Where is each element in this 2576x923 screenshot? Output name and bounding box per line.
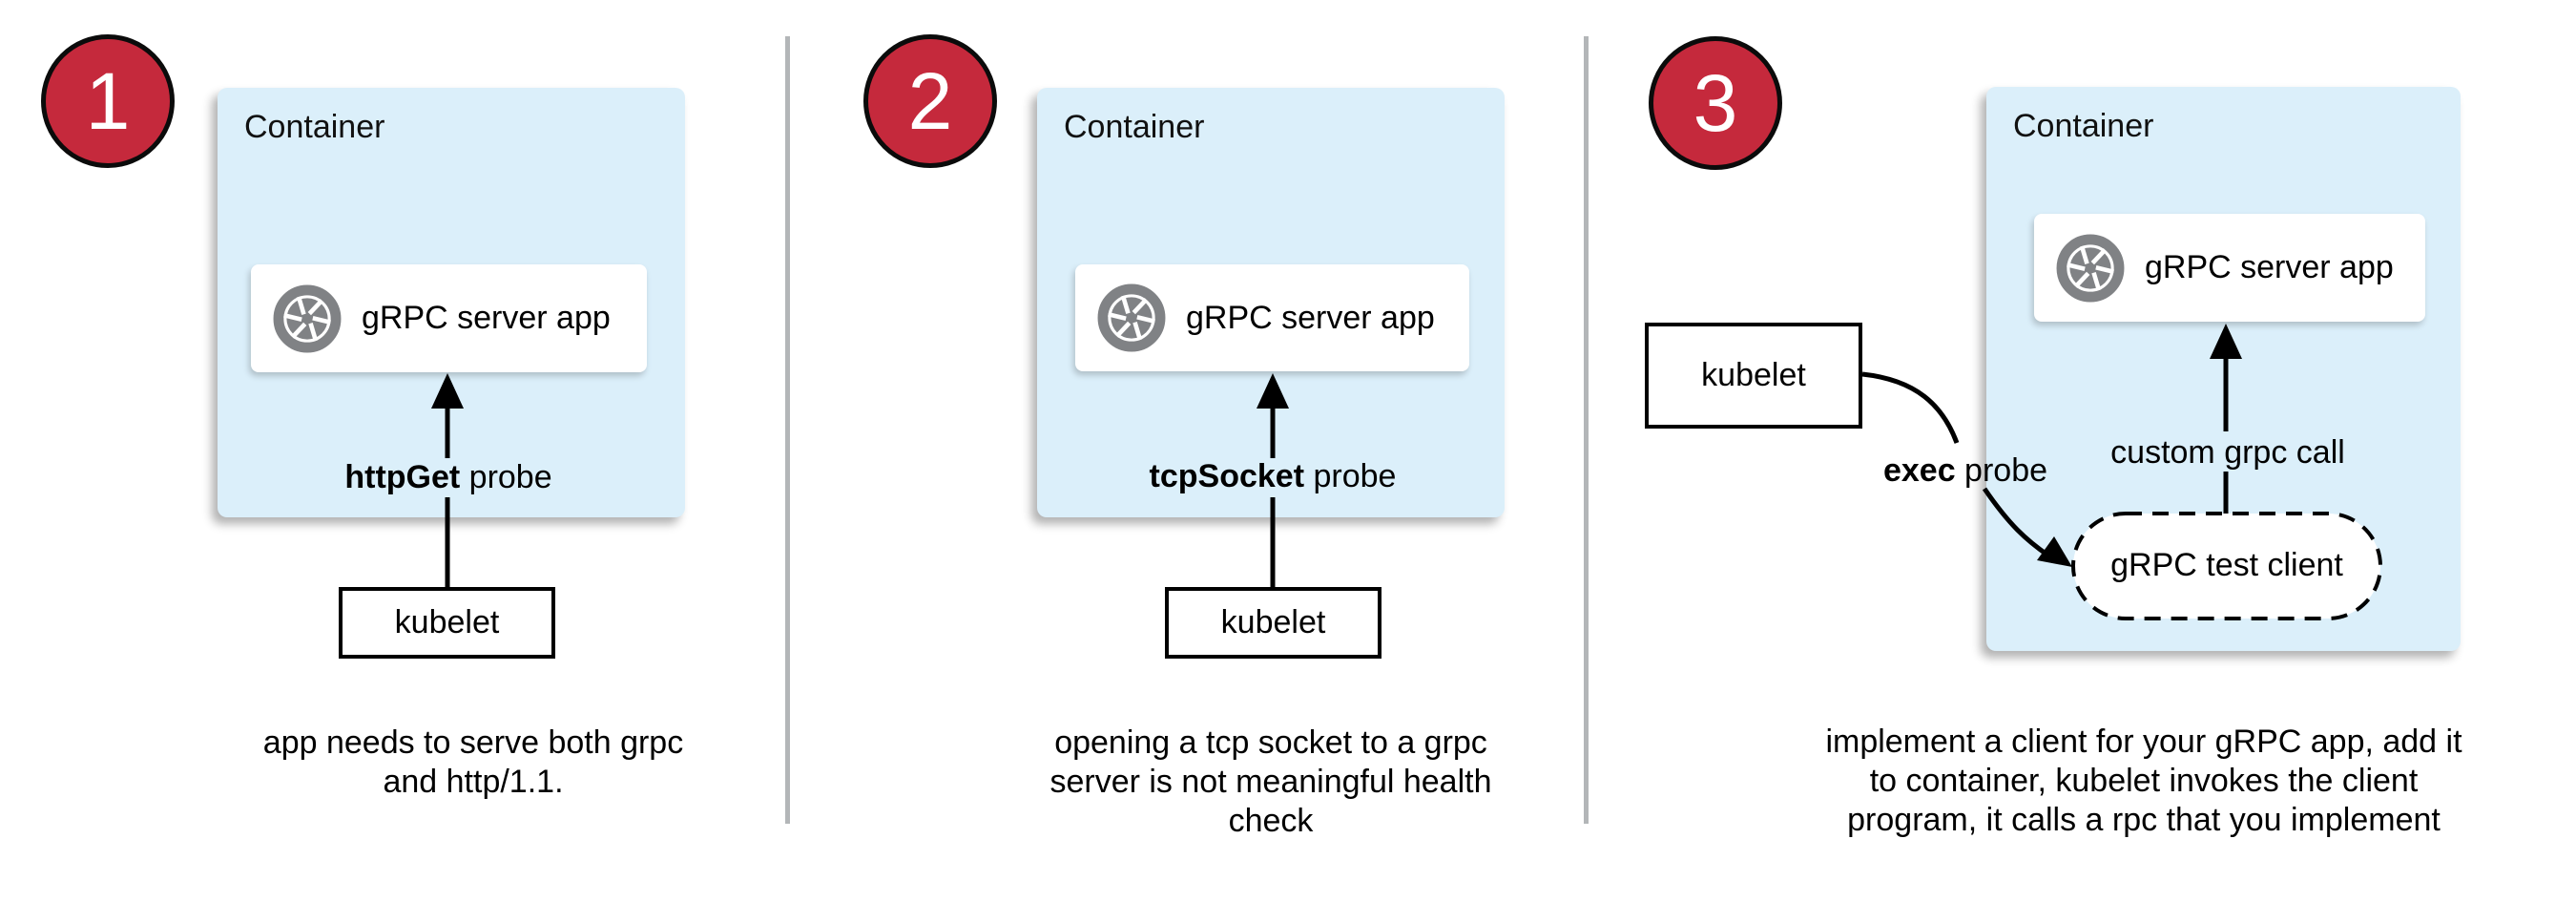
step-number: 2	[907, 55, 953, 146]
grpc-server-app-box-3: gRPC server app	[2034, 214, 2425, 322]
probe-type: exec	[1882, 452, 1956, 489]
grpc-server-app-box-1: gRPC server app	[251, 264, 647, 372]
container-label: Container	[2013, 108, 2154, 144]
step-circle-3: 3	[1649, 36, 1782, 170]
kubelet-box-2: kubelet	[1165, 587, 1381, 659]
step-number: 3	[1693, 57, 1738, 148]
step-number: 1	[85, 55, 131, 146]
exec-probe-curve-upper	[1861, 371, 1960, 444]
aperture-shutter-icon	[2056, 234, 2125, 302]
aperture-shutter-icon	[1097, 283, 1166, 352]
kubelet-box-3: kubelet	[1645, 323, 1862, 429]
container-label: Container	[1064, 109, 1205, 145]
caption-line: app needs to serve both grpc	[262, 724, 684, 761]
panel-caption-1: app needs to serve both grpc and http/1.…	[235, 724, 712, 802]
aperture-shutter-icon	[273, 284, 342, 352]
container-label: Container	[244, 109, 385, 145]
grpc-server-app-label: gRPC server app	[362, 300, 611, 336]
container-box-3: Container	[1986, 87, 2461, 651]
panel-divider-1	[785, 36, 790, 824]
panel-caption-2: opening a tcp socket to a grpc server is…	[1032, 724, 1509, 841]
caption-line: implement a client for your gRPC app, ad…	[1825, 724, 2462, 760]
step-circle-1: 1	[41, 34, 175, 168]
caption-line: to container, kubelet invokes the client	[1869, 763, 2419, 799]
kubelet-box-1: kubelet	[339, 587, 555, 659]
panel-caption-3: implement a client for your gRPC app, ad…	[1810, 723, 2478, 840]
caption-line: and http/1.1.	[383, 764, 564, 800]
step-circle-2: 2	[863, 34, 997, 168]
grpc-server-app-box-2: gRPC server app	[1075, 264, 1469, 371]
caption-line: program, it calls a rpc that you impleme…	[1847, 802, 2441, 838]
caption-line: opening a tcp socket to a grpc	[1054, 724, 1487, 761]
panel-divider-2	[1584, 36, 1589, 824]
kubelet-label: kubelet	[394, 604, 500, 640]
caption-line: server is not meaningful health	[1049, 764, 1492, 800]
grpc-server-app-label: gRPC server app	[1186, 299, 1435, 336]
caption-line: check	[1228, 803, 1314, 839]
grpc-server-app-label: gRPC server app	[2145, 249, 2394, 285]
kubelet-label: kubelet	[1701, 357, 1806, 393]
kubelet-label: kubelet	[1220, 604, 1326, 640]
